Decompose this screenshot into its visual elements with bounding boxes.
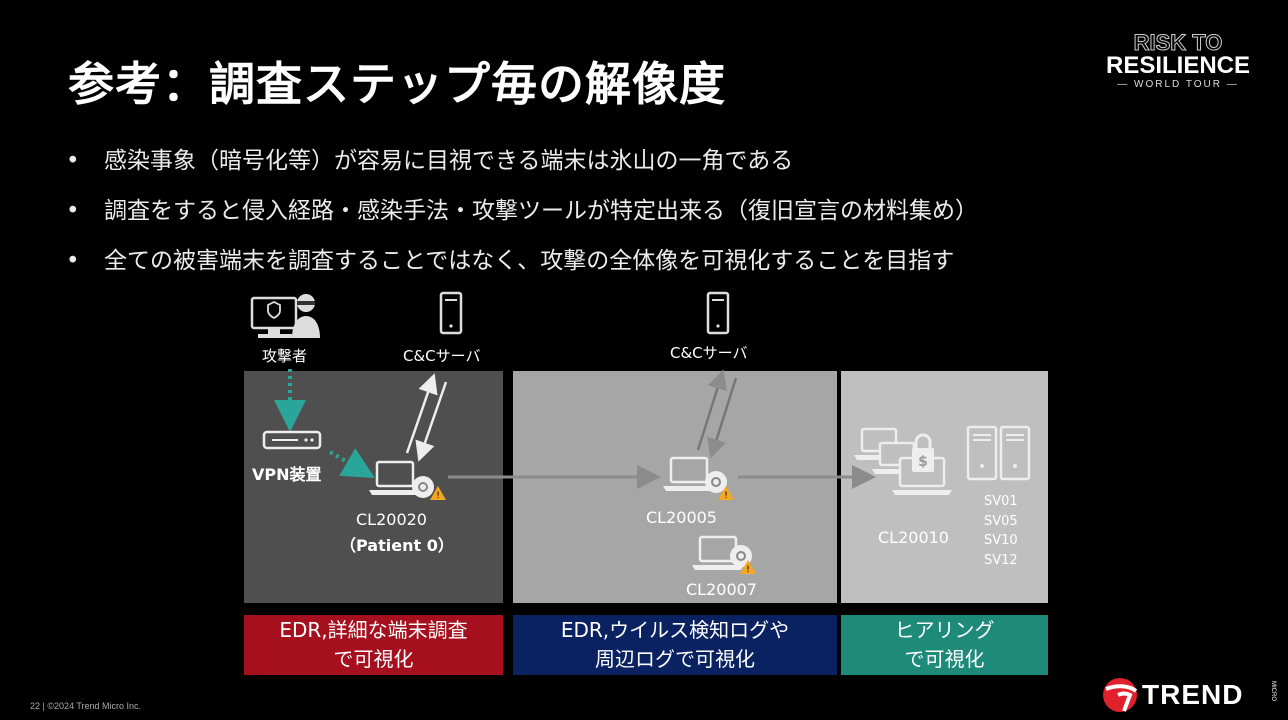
host-label: CL20007 — [686, 580, 757, 599]
cc-server-icon — [706, 291, 730, 335]
server-rack-icon — [966, 425, 1031, 481]
svg-text:$: $ — [918, 454, 928, 470]
cc-server-label: C&Cサーバ — [403, 347, 481, 365]
svg-text:!: ! — [746, 565, 750, 575]
laptop-icon: ! — [663, 456, 734, 501]
event-logo: RISK TO RESILIENCE — WORLD TOUR — — [1098, 30, 1258, 92]
server-name: SV01 — [984, 494, 1018, 509]
label-line: で可視化 — [904, 647, 985, 671]
label-line: 周辺ログで可視化 — [595, 647, 755, 671]
attacker-label: 攻撃者 — [262, 347, 308, 365]
svg-text:!: ! — [724, 491, 728, 501]
trend-logo-text: TREND — [1142, 679, 1244, 710]
patient-zero-label: （Patient 0） — [340, 536, 454, 555]
event-logo-line2: RESILIENCE — [1105, 52, 1251, 79]
server-name: SV12 — [984, 552, 1018, 568]
label-line: で可視化 — [333, 647, 414, 671]
attacker-icon — [250, 294, 320, 338]
event-logo-line1: RISK TO — [1133, 30, 1223, 55]
label-hearing: ヒアリング で可視化 — [841, 615, 1048, 675]
trend-logo-icon — [1103, 678, 1138, 712]
event-logo-line3: — WORLD TOUR — — [1117, 79, 1239, 90]
bullet-item: 全ての被害端末を調査することではなく、攻撃の全体像を可視化することを目指す — [66, 236, 978, 286]
label-line: EDR,詳細な端末調査 — [279, 618, 468, 642]
page-title: 参考：調査ステップ毎の解像度 — [68, 57, 726, 111]
server-list: SV01 SV05 SV10 SV12 — [984, 492, 1018, 570]
vpn-device-icon — [262, 430, 322, 450]
host-label: CL20020 — [356, 510, 427, 529]
bullet-item: 調査をすると侵入経路・感染手法・攻撃ツールが特定出来る（復旧宣言の材料集め） — [66, 186, 978, 236]
server-name: SV10 — [984, 533, 1018, 548]
cc-server-label: C&Cサーバ — [670, 344, 748, 362]
laptop-icon: ! — [692, 535, 756, 575]
footer-copyright: 22 | ©2024 Trend Micro Inc. — [30, 701, 142, 711]
encrypted-laptops-icon: $ — [854, 427, 952, 495]
label-line: EDR,ウイルス検知ログや — [560, 618, 790, 642]
laptop-icon: ! — [369, 460, 446, 501]
label-edr-logs: EDR,ウイルス検知ログや 周辺ログで可視化 — [513, 615, 837, 675]
label-line: ヒアリング — [894, 618, 995, 642]
host-label: CL20005 — [646, 508, 717, 527]
label-edr-detail: EDR,詳細な端末調査 で可視化 — [244, 615, 503, 675]
cc-server-icon — [439, 291, 463, 335]
trend-logo-micro: MICRO — [1270, 681, 1276, 701]
host-label: CL20010 — [878, 528, 949, 547]
svg-text:!: ! — [436, 491, 440, 501]
bullet-list: 感染事象（暗号化等）が容易に目視できる端末は氷山の一角である 調査をすると侵入経… — [66, 136, 978, 286]
server-name: SV05 — [984, 513, 1018, 529]
bullet-item: 感染事象（暗号化等）が容易に目視できる端末は氷山の一角である — [66, 136, 978, 186]
trend-micro-logo: TREND MICRO — [1100, 675, 1280, 715]
vpn-device-label: VPN装置 — [252, 465, 322, 484]
